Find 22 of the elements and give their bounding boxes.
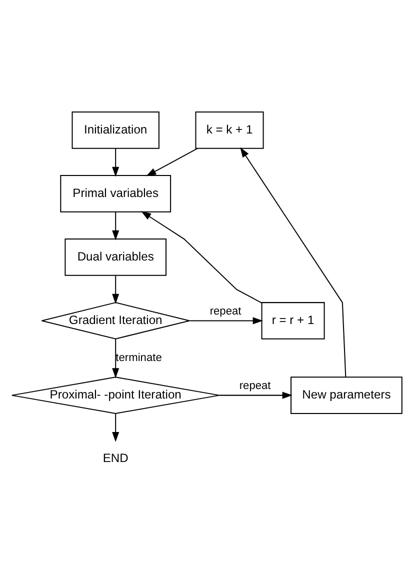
- node-box: Dual variables: [64, 238, 167, 276]
- node-box: Primal variables: [60, 174, 172, 212]
- node-box: r = r + 1: [261, 302, 325, 339]
- arrow: [112, 275, 120, 304]
- node-box: New parameters: [290, 376, 402, 414]
- arrow: [219, 391, 292, 398]
- arrow: [146, 148, 198, 176]
- arrow: [141, 210, 262, 303]
- edge-label: repeat: [239, 380, 271, 392]
- arrow: [190, 316, 263, 324]
- arrow: [112, 148, 120, 176]
- arrow: [112, 212, 120, 240]
- node-diamond: Gradient Iteration: [41, 302, 190, 339]
- arrow: [112, 338, 120, 378]
- edge-label: repeat: [210, 304, 242, 317]
- node-diamond: Proximal- -point Iteration: [11, 376, 220, 414]
- node-text: END: [102, 450, 128, 464]
- edge-label: terminate: [116, 351, 162, 364]
- arrow: [240, 146, 346, 377]
- arrow: [112, 413, 120, 442]
- node-box: Initialization: [72, 111, 160, 148]
- node-box: k = k + 1: [195, 111, 264, 148]
